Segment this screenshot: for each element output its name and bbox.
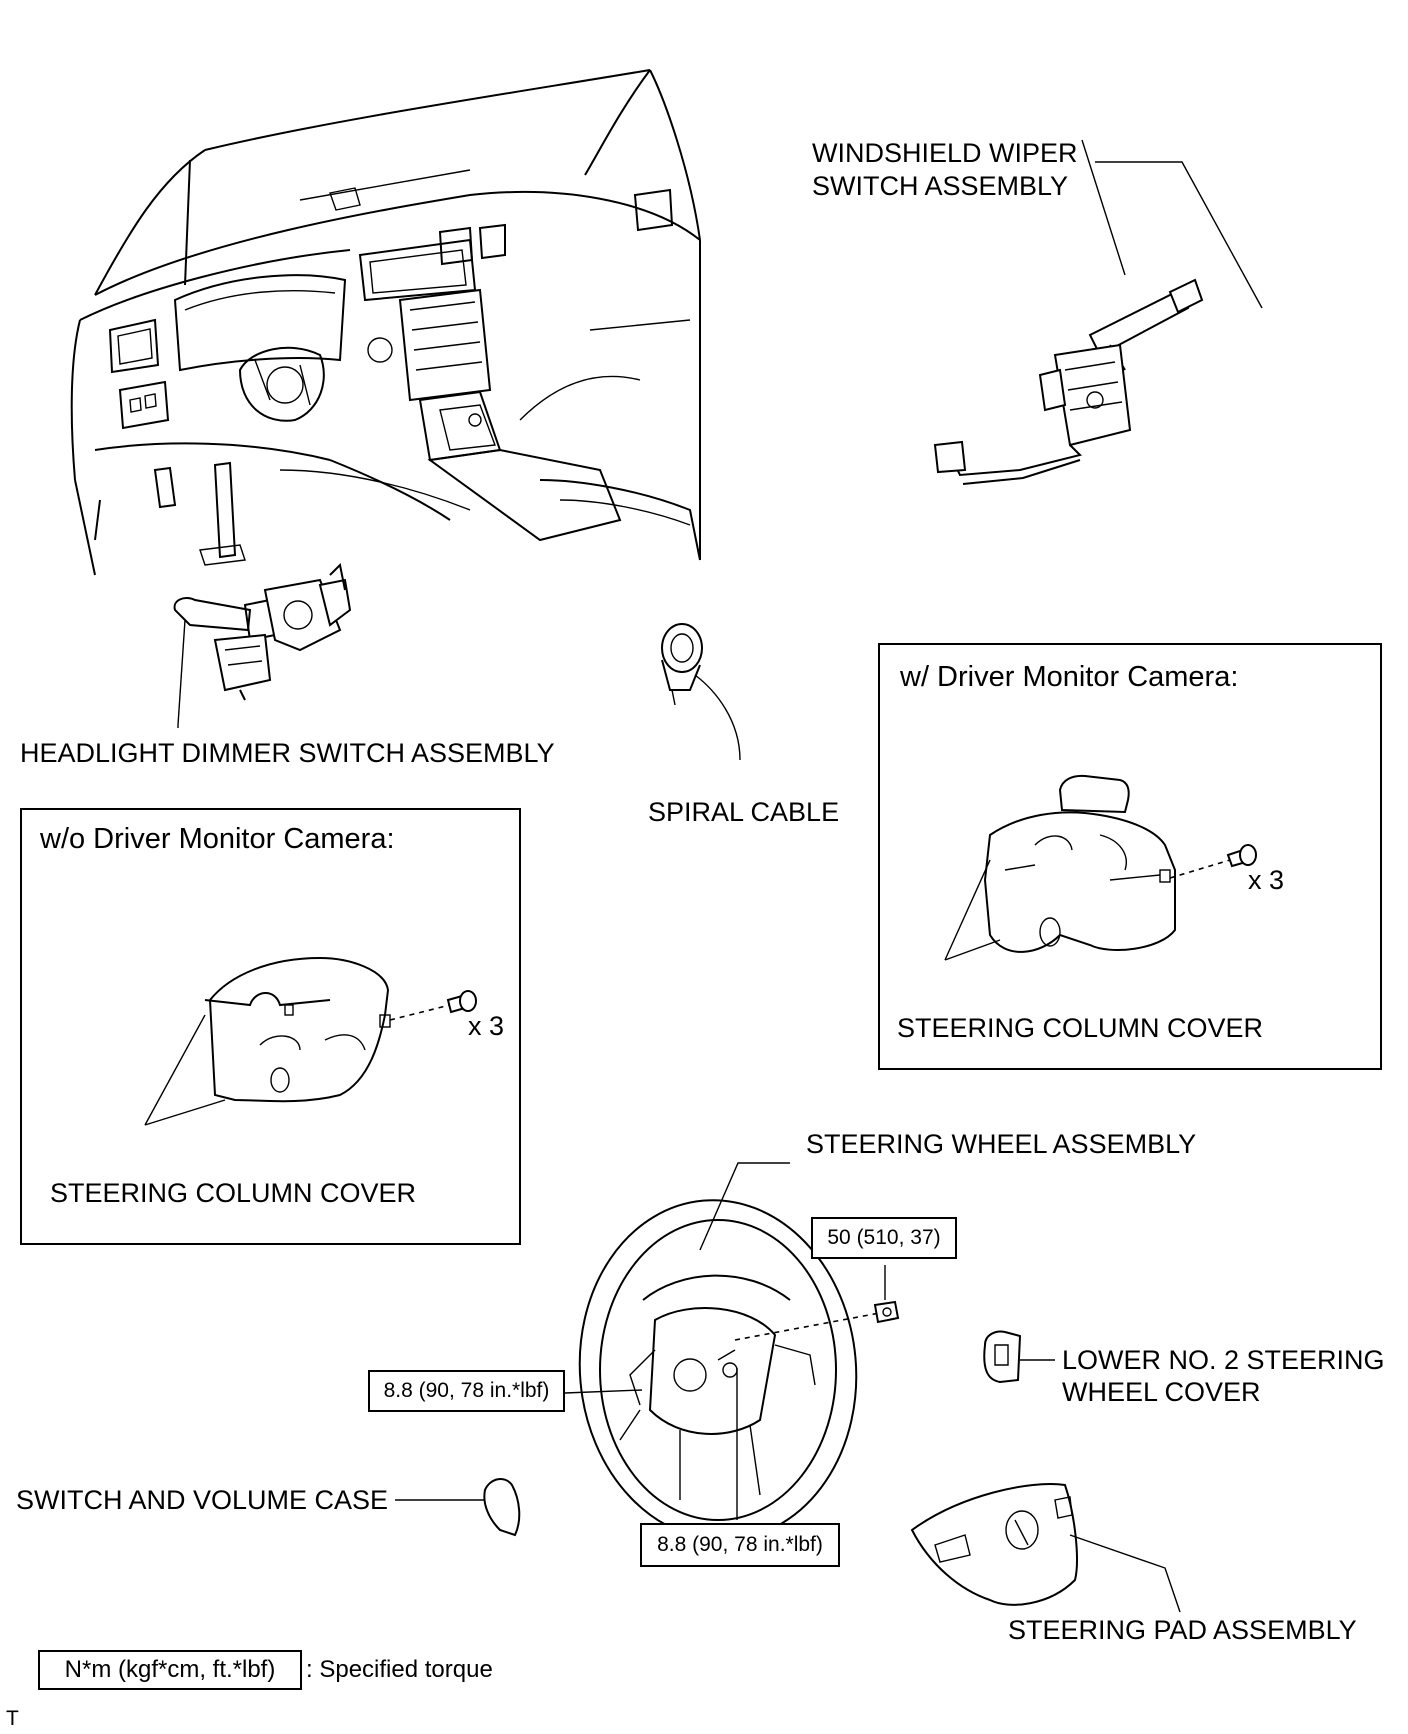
headlight-dimmer-switch-illustration bbox=[173, 562, 352, 726]
steering-wheel-label: STEERING WHEEL ASSEMBLY bbox=[806, 1129, 1197, 1159]
dashboard-illustration bbox=[70, 69, 701, 576]
with-camera-box bbox=[878, 643, 1382, 1070]
spiral-cable-label: SPIRAL CABLE bbox=[648, 797, 840, 827]
spiral-cable-illustration bbox=[661, 623, 741, 761]
windshield-wiper-label-line1: WINDSHIELD WIPER bbox=[812, 138, 1078, 168]
nut-torque-box: 50 (510, 37) bbox=[811, 1217, 957, 1259]
windshield-wiper-label-line2: SWITCH ASSEMBLY bbox=[812, 171, 1069, 201]
column-cover-left-label: STEERING COLUMN COVER bbox=[50, 1178, 417, 1208]
lower-cover-label-line2: WHEEL COVER bbox=[1062, 1377, 1261, 1407]
switch-volume-case-illustration bbox=[395, 1478, 521, 1537]
without-camera-qty: x 3 bbox=[468, 1011, 505, 1041]
steering-pad-label: STEERING PAD ASSEMBLY bbox=[1008, 1615, 1357, 1645]
footer-mark: T bbox=[6, 1707, 19, 1730]
legend-suffix: : Specified torque bbox=[306, 1656, 493, 1683]
steering-wheel-illustration bbox=[564, 1162, 900, 1541]
column-cover-right-illustration bbox=[944, 774, 1257, 961]
lower-steering-wheel-cover-illustration bbox=[983, 1330, 1055, 1384]
without-camera-title: w/o Driver Monitor Camera: bbox=[40, 823, 395, 855]
steering-pad-illustration bbox=[910, 1483, 1181, 1613]
left-screw-torque-box: 8.8 (90, 78 in.*lbf) bbox=[368, 1370, 565, 1412]
switch-volume-case-label: SWITCH AND VOLUME CASE bbox=[16, 1485, 389, 1515]
lower-cover-label-line1: LOWER NO. 2 STEERING bbox=[1062, 1345, 1385, 1375]
legend-unit-box: N*m (kgf*cm, ft.*lbf) bbox=[38, 1650, 302, 1690]
bottom-screw-torque-box: 8.8 (90, 78 in.*lbf) bbox=[640, 1523, 840, 1567]
column-cover-right-label: STEERING COLUMN COVER bbox=[897, 1013, 1264, 1043]
with-camera-qty: x 3 bbox=[1248, 865, 1285, 895]
with-camera-title: w/ Driver Monitor Camera: bbox=[900, 661, 1239, 693]
column-cover-left-illustration bbox=[144, 956, 477, 1126]
headlight-dimmer-label: HEADLIGHT DIMMER SWITCH ASSEMBLY bbox=[20, 738, 555, 768]
without-camera-box bbox=[20, 808, 521, 1245]
